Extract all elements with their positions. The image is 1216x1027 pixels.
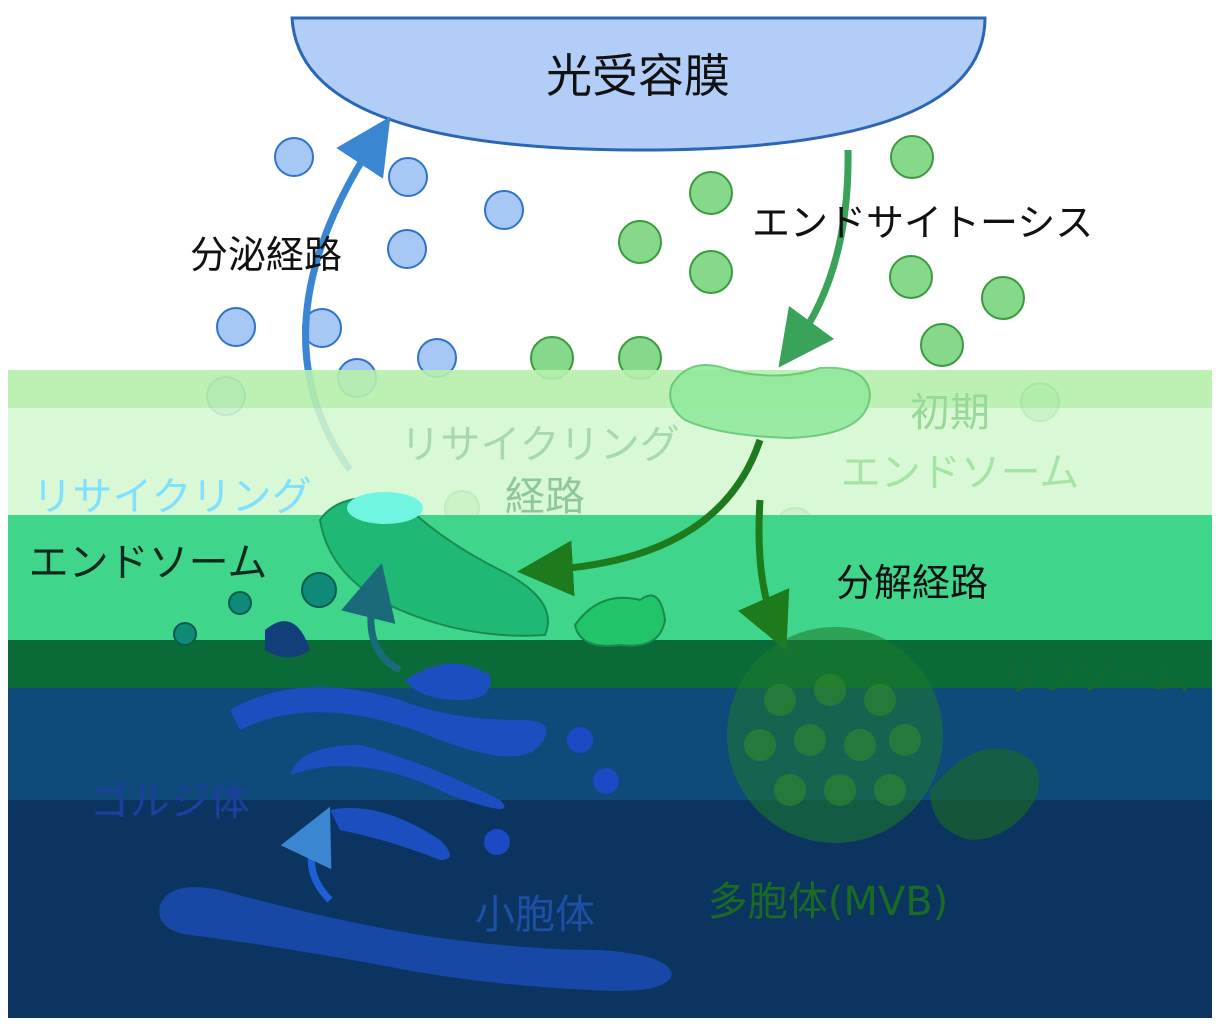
recycling-pathway-label-1: リサイクリング	[400, 422, 679, 468]
er-arrow	[280, 806, 333, 903]
band-dark	[8, 640, 1212, 690]
endocytosis-label: エンドサイトーシス	[752, 201, 1093, 245]
teal-arrow	[341, 562, 402, 674]
membrane-label: 光受容膜	[546, 49, 730, 103]
er-shape	[159, 887, 672, 991]
recycling-endosome-label-2: エンドソーム	[29, 540, 268, 586]
endocytosis-arrow	[778, 149, 852, 368]
golgi-label: ゴルジ体	[90, 779, 250, 825]
band-top	[8, 370, 1212, 408]
secretory-label: 分泌経路	[190, 233, 342, 277]
secretory-vesicles	[206, 137, 524, 416]
blob-green	[573, 594, 667, 647]
early-endosome-shape	[669, 364, 872, 440]
membrane-shape	[290, 16, 987, 152]
early-endosome-label-2: エンドソーム	[841, 450, 1080, 496]
mvb-label: 多胞体(MVB)	[708, 879, 949, 925]
degradation-label: 分解経路	[836, 561, 988, 605]
recycling-endosome-cap	[347, 492, 423, 524]
recycling-vesicles	[173, 572, 337, 646]
lysosome-label: リソソーム	[1001, 655, 1190, 699]
mvb	[727, 627, 1040, 843]
vesicle-label: 小胞体	[475, 892, 595, 938]
band-light	[8, 408, 1212, 523]
recycling-arrow	[517, 438, 764, 597]
recycling-pathway-label-2: 経路	[505, 474, 585, 520]
golgi-apparatus	[230, 621, 619, 860]
early-endosome-label-1: 初期	[910, 390, 990, 436]
degradation-arrow	[738, 499, 790, 651]
recycling-endosome-label-1: リサイクリング	[32, 474, 311, 520]
